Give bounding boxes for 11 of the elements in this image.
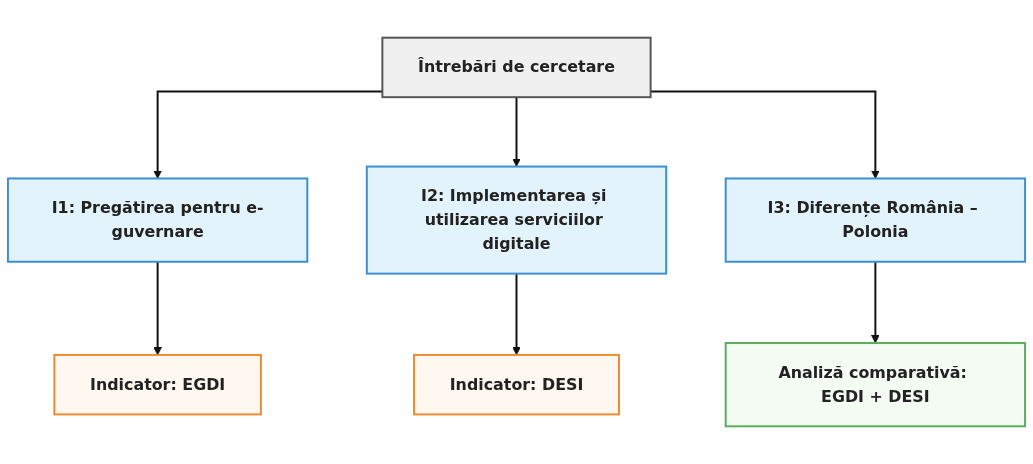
arrow [512,272,521,356]
arrow [153,260,162,356]
arrow [871,260,880,344]
node-box: Indicator: DESI [413,353,620,416]
arrow [512,96,521,167]
node-box: Întrebări de cercetare [381,36,652,99]
node-box: I3: Diferențe România – Polonia [724,177,1027,263]
node-box: Indicator: EGDI [53,353,262,416]
node-box: I1: Pregătirea pentru e-guvernare [6,177,309,263]
node-box: I2: Implementarea și utilizarea serviciilor digitale [365,165,668,275]
node-box: Analiză comparativă: EGDI + DESI [724,342,1027,428]
